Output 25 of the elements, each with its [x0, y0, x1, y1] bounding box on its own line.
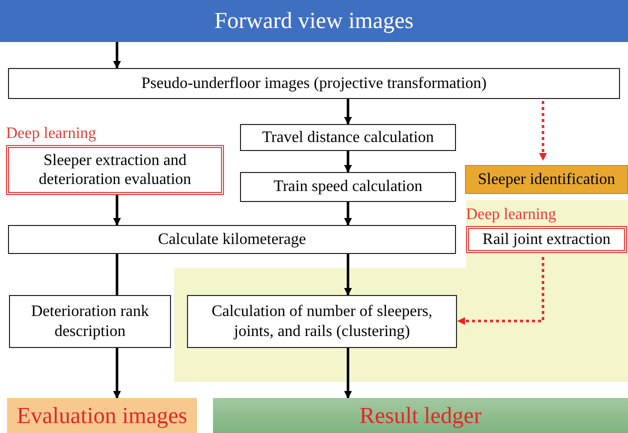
arrow [344, 202, 352, 226]
process-box: Train speed calculation [240, 172, 456, 202]
arrow [113, 195, 121, 226]
arrow [113, 42, 121, 69]
arrow [539, 101, 547, 161]
arrow [344, 99, 352, 125]
output-banner: Evaluation images [7, 398, 197, 433]
arrow [344, 348, 352, 399]
process-box: Sleeper identification [465, 165, 628, 194]
process-box: Rail joint extraction [466, 226, 627, 253]
process-box: Deterioration rank description [9, 295, 171, 348]
arrow [344, 254, 352, 296]
output-banner: Result ledger [213, 398, 628, 433]
process-box: Travel distance calculation [240, 124, 456, 151]
arrow [113, 348, 121, 399]
input-banner: Forward view images [0, 0, 628, 42]
process-box: Sleeper extraction and deterioration evaluation [6, 145, 224, 195]
connector-line [116, 254, 118, 295]
arrow [344, 151, 352, 173]
method-label: Deep learning [466, 205, 556, 224]
method-label: Deep learning [6, 124, 96, 144]
process-box: Calculate kilometerage [8, 225, 456, 254]
arrow [457, 257, 544, 325]
process-box: Calculation of number of sleepers, joints, and rails (clustering) [187, 295, 457, 348]
process-box: Pseudo-underfloor images (projective transformation) [8, 68, 620, 99]
